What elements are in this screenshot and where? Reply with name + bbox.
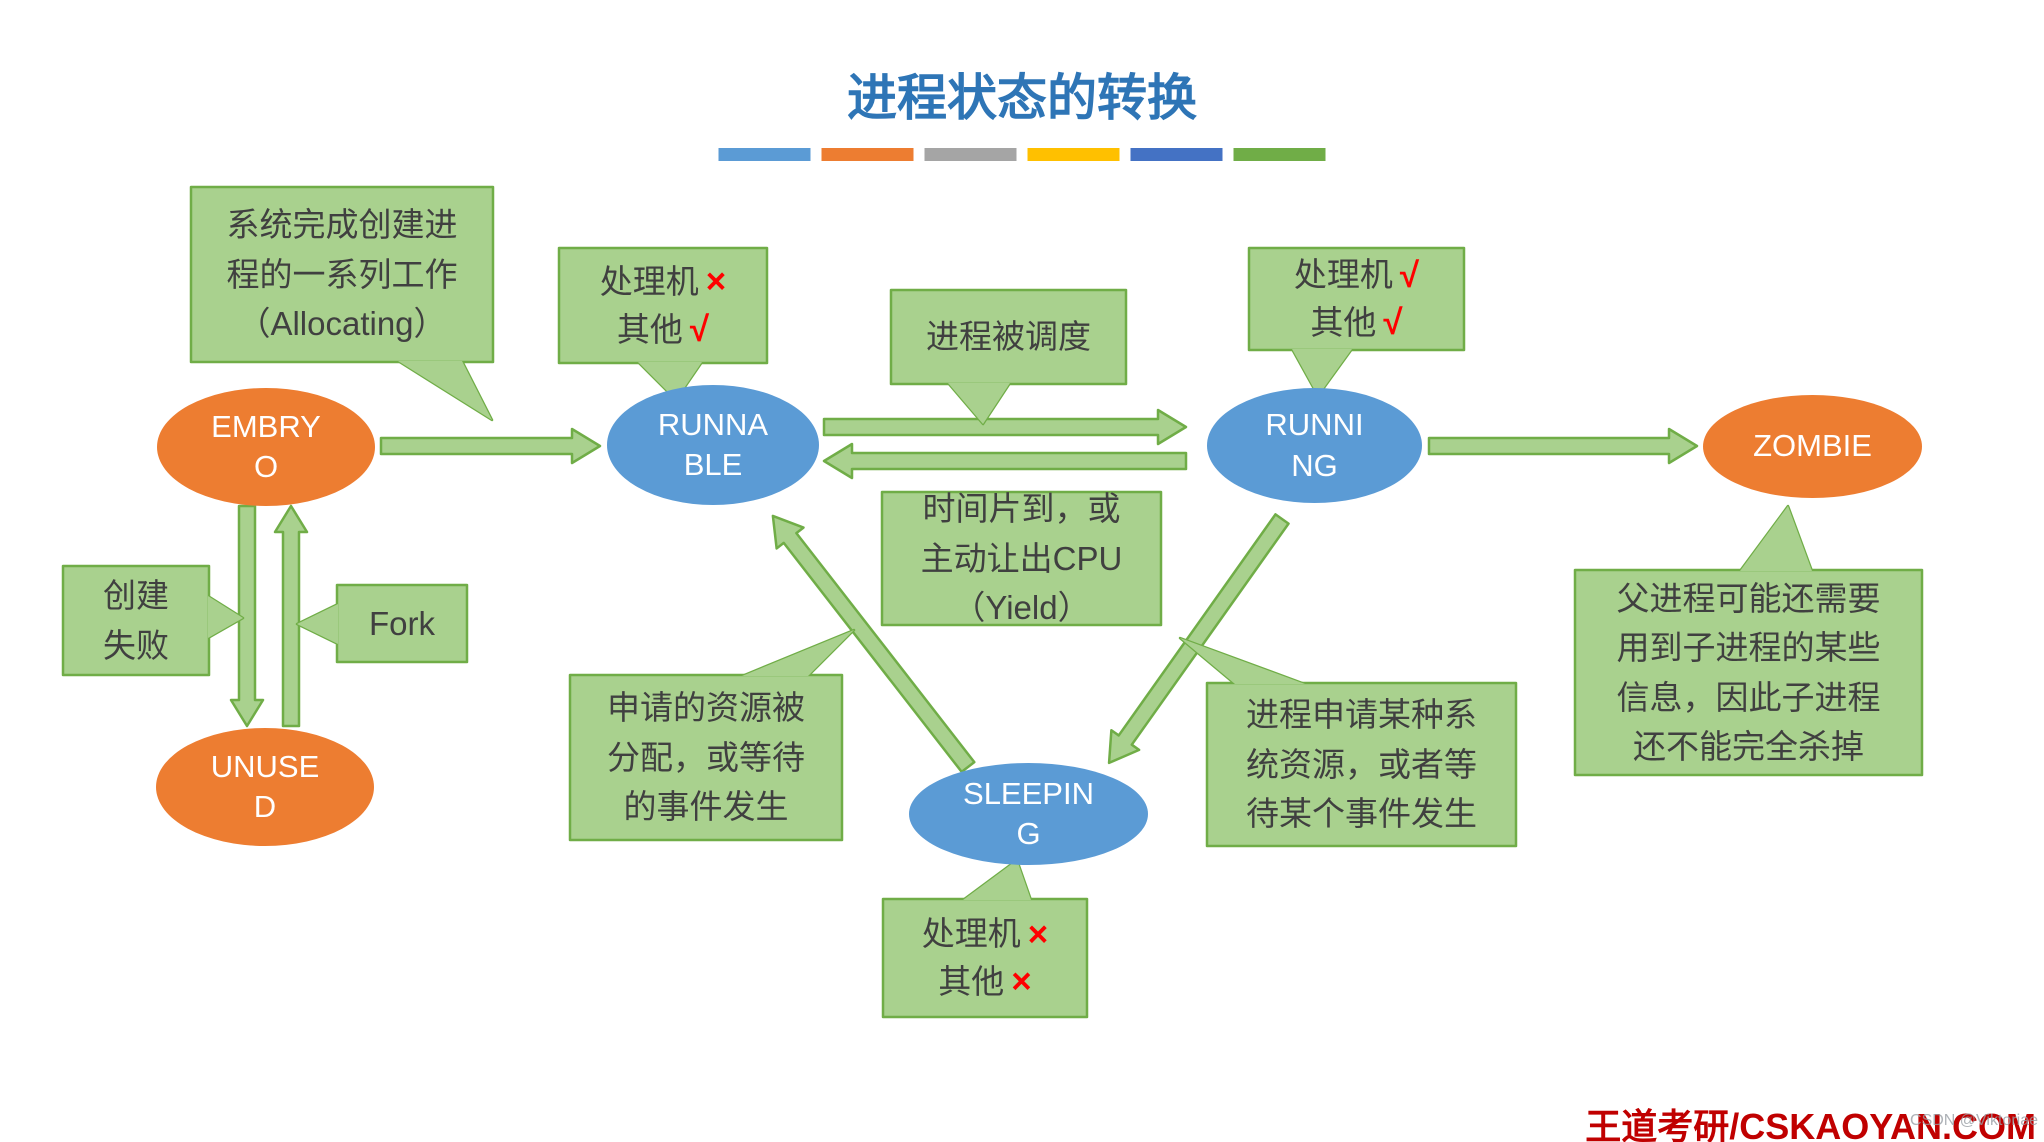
callout-runnable-status: 处理机 × 其他 √ xyxy=(559,248,767,363)
state-ellipse-runnable: RUNNABLE xyxy=(607,385,819,505)
other-status-line: 其他 × xyxy=(938,958,1031,1006)
other-mark: √ xyxy=(689,309,710,349)
divider-bar-blue xyxy=(718,148,811,161)
state-label-running: RUNNING xyxy=(1265,407,1364,483)
callout-shape-scheduled xyxy=(889,288,1128,426)
cpu-mark: √ xyxy=(1399,255,1420,295)
cpu-status-line: 处理机 × xyxy=(600,258,726,306)
callout-allocating: 系统完成创建进 程的一系列工作 （Allocating） xyxy=(226,206,458,343)
arrow-running-to-sleeping xyxy=(1107,513,1290,765)
callout-scheduled: 进程被调度 xyxy=(926,318,1091,356)
callout-running-status: 处理机 √ 其他 √ xyxy=(1249,248,1464,350)
state-ellipse-zombie: ZOMBIE xyxy=(1703,395,1922,498)
arrow-embryo-to-unused xyxy=(229,504,265,728)
callout-shape-block xyxy=(1178,636,1518,848)
other-mark: √ xyxy=(1383,303,1403,343)
callout-wakeup: 申请的资源被 分配，或等待 的事件发生 xyxy=(607,689,805,826)
callout-shape-running-status xyxy=(1247,246,1466,398)
cpu-label: 处理机 xyxy=(599,262,699,300)
state-label-embryo: EMBRYO xyxy=(211,408,321,484)
state-ellipse-unused: UNUSED xyxy=(156,728,374,846)
arrow-running-to-zombie xyxy=(1427,427,1699,465)
callout-shape-sleeping-status xyxy=(881,858,1089,1019)
state-ellipse-embryo: EMBRYO xyxy=(157,388,375,506)
cpu-status-line: 处理机 × xyxy=(922,910,1048,958)
state-label-sleeping: SLEEPING xyxy=(963,775,1094,851)
state-label-zombie: ZOMBIE xyxy=(1753,428,1872,464)
cpu-status-line: 处理机 √ xyxy=(1294,251,1419,299)
callout-shape-fork xyxy=(295,583,469,664)
brand-text: 王道考研/CSKAOYAN.COM xyxy=(1585,1106,2036,1142)
other-label: 其他 xyxy=(938,963,1005,1000)
callout-fork: Fork xyxy=(369,604,435,642)
state-label-runnable: RUNNABLE xyxy=(657,406,769,482)
callout-shape-yield xyxy=(880,490,1163,627)
watermark-text: CSDN @Viktoriae xyxy=(1910,1112,2038,1129)
state-label-unused: UNUSED xyxy=(210,748,320,824)
divider-bar-darkblue xyxy=(1130,148,1223,161)
state-ellipse-sleeping: SLEEPING xyxy=(909,763,1148,865)
cpu-label: 处理机 xyxy=(1293,256,1393,294)
divider-bar-green xyxy=(1233,148,1326,161)
divider-bar-orange xyxy=(821,148,914,161)
callout-shape-zombie-note xyxy=(1573,504,1924,777)
state-ellipse-running: RUNNING xyxy=(1207,388,1422,503)
callout-create-fail: 创建 失败 xyxy=(103,577,169,664)
cpu-mark: × xyxy=(1027,914,1049,954)
callout-shape-runnable-status xyxy=(557,246,769,402)
arrow-runnable-to-running xyxy=(822,408,1188,446)
page-title: 进程状态的转换 xyxy=(847,70,1197,126)
other-status-line: 其他 √ xyxy=(617,306,709,354)
callout-shape-wakeup xyxy=(568,628,856,842)
divider-bar-gray xyxy=(924,148,1017,161)
cpu-mark: × xyxy=(705,262,727,302)
arrow-embryo-to-runnable xyxy=(379,427,602,465)
other-label: 其他 xyxy=(1310,304,1377,341)
arrow-unused-to-embryo xyxy=(273,504,309,728)
other-status-line: 其他 √ xyxy=(1310,299,1402,347)
callout-yield: 时间片到，或 主动让出CPU （Yield） xyxy=(920,490,1123,627)
cpu-label: 处理机 xyxy=(921,915,1021,953)
callout-shape-create-fail xyxy=(61,564,245,677)
callout-sleeping-status: 处理机 × 其他 × xyxy=(883,899,1087,1017)
arrow-sleeping-to-runnable xyxy=(771,514,976,774)
divider-bar-yellow xyxy=(1027,148,1120,161)
callout-zombie-note: 父进程可能还需要 用到子进程的某些 信息，因此子进程 还不能完全杀掉 xyxy=(1616,579,1881,766)
callout-block: 进程申请某种系 统资源，或者等 待某个事件发生 xyxy=(1246,696,1477,833)
other-mark: × xyxy=(1011,962,1032,1002)
divider-bars xyxy=(718,148,1326,161)
callout-shape-allocating xyxy=(189,185,495,422)
arrow-running-to-runnable xyxy=(822,442,1188,480)
other-label: 其他 xyxy=(616,310,683,348)
